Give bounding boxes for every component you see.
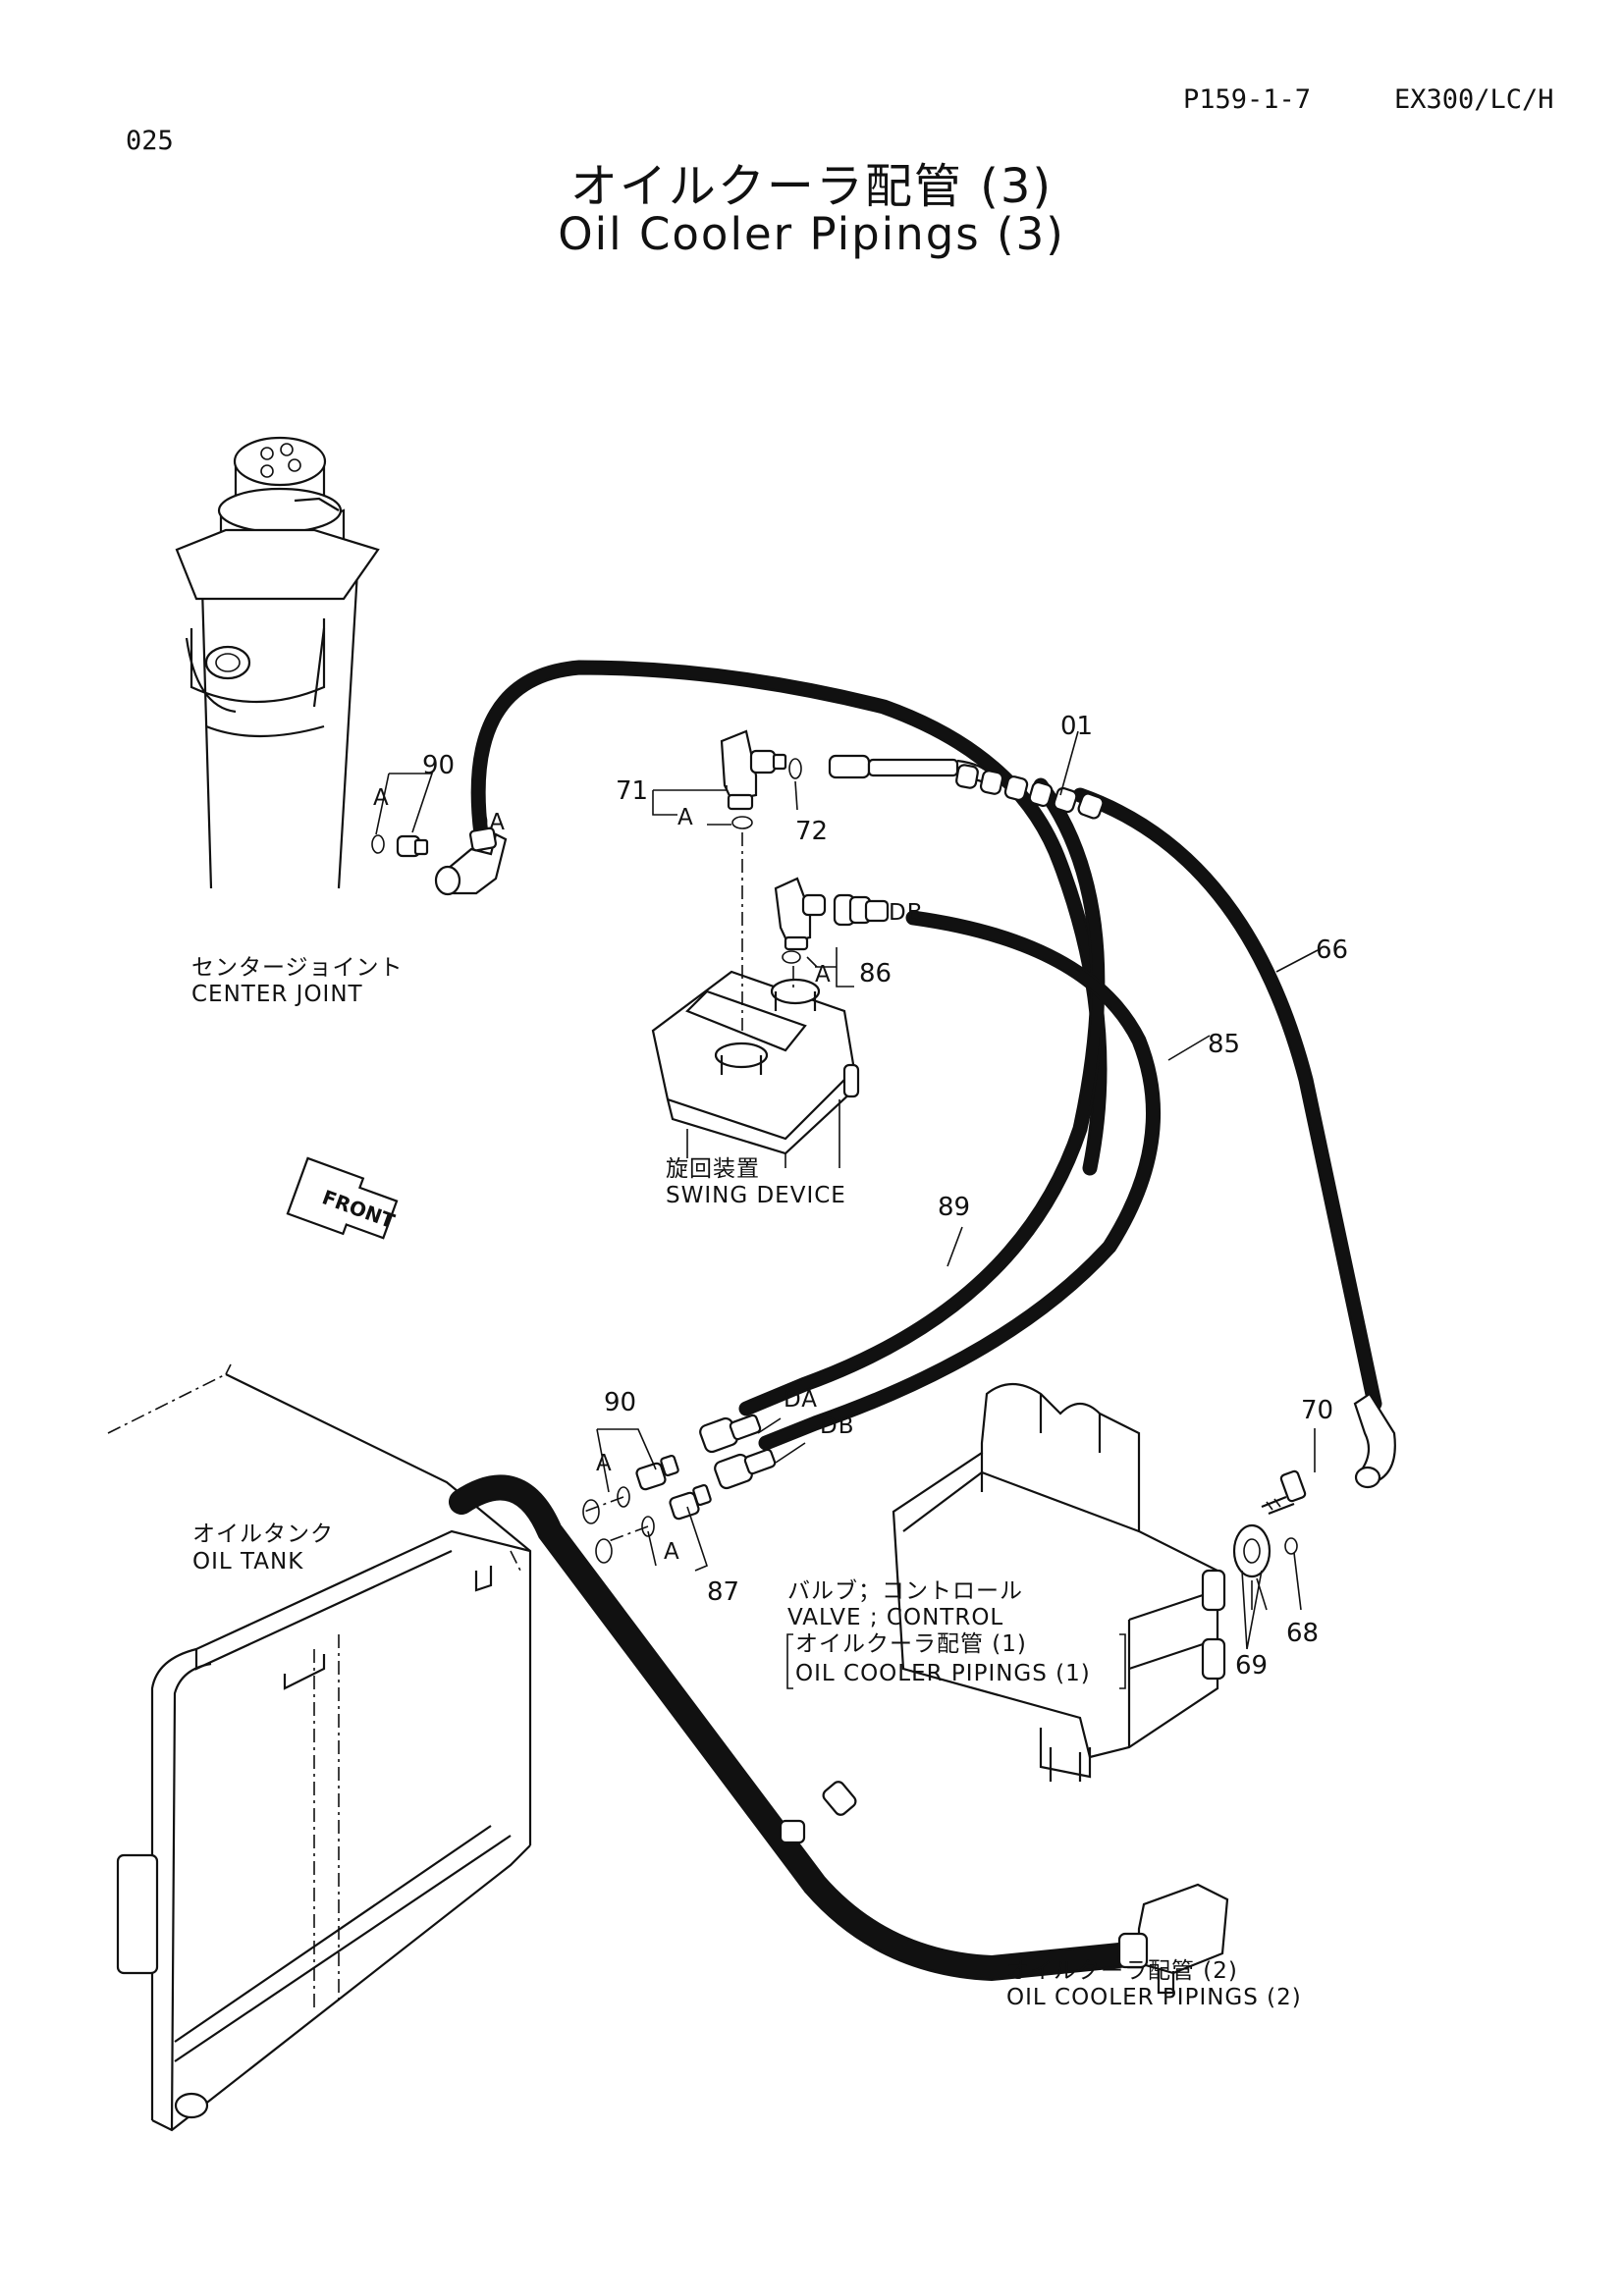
marker-da-top: DA xyxy=(471,810,506,835)
valve-reference-label-ja: オイルクーラ配管 (1) xyxy=(795,1631,1027,1657)
callout-72: 72 xyxy=(795,817,828,846)
front-arrow-icon: FRONT xyxy=(286,1156,398,1240)
page-code: 025 xyxy=(126,126,174,156)
callout-90-bottom: 90 xyxy=(604,1388,636,1417)
control-valve-drawing xyxy=(892,1382,1226,1782)
valve-fittings-68-69-70 xyxy=(1232,1469,1307,1611)
db-top-fitting xyxy=(833,893,890,927)
control-valve-label-ja: バルブ；コントロール xyxy=(787,1578,1023,1604)
callout-89: 89 xyxy=(938,1193,970,1222)
callout-70: 70 xyxy=(1301,1396,1333,1425)
bottom-fittings xyxy=(582,1414,777,1564)
reference-number: P159-1-7 xyxy=(1183,84,1312,115)
marker-a-90-top: A xyxy=(373,785,390,811)
marker-a-90-bottom: A xyxy=(596,1451,613,1476)
o-ring-72 xyxy=(788,758,802,779)
callout-66: 66 xyxy=(1316,935,1348,965)
marker-a-71: A xyxy=(677,805,694,830)
hose-01-fitting xyxy=(828,754,1105,820)
model-number: EX300/LC/H xyxy=(1394,84,1554,115)
center-joint-label-ja: センタージョイント xyxy=(191,955,404,981)
center-joint-fittings xyxy=(371,827,508,896)
callout-69: 69 xyxy=(1235,1651,1268,1681)
marker-a-86: A xyxy=(815,962,832,988)
oil-tank-drawing xyxy=(107,1363,532,2132)
oil-tank-label-en: OIL TANK xyxy=(192,1549,303,1575)
pipe-2-label-en: OIL COOLER PIPINGS (2) xyxy=(1006,1985,1302,2010)
elbow-fitting-86 xyxy=(774,877,827,964)
callout-87: 87 xyxy=(707,1577,739,1607)
callout-90-top: 90 xyxy=(422,751,455,780)
callout-71: 71 xyxy=(616,776,648,806)
center-joint-label-en: CENTER JOINT xyxy=(191,982,363,1007)
oil-tank-label-ja: オイルタンク xyxy=(192,1522,334,1547)
swing-device-label-ja: 旋回装置 xyxy=(666,1156,760,1182)
center-joint-drawing xyxy=(175,436,380,889)
marker-db-bottom: DB xyxy=(820,1414,855,1439)
callout-01: 01 xyxy=(1060,712,1093,741)
marker-db-top: DB xyxy=(889,900,924,926)
valve-reference-label-en: OIL COOLER PIPINGS (1) xyxy=(795,1661,1091,1686)
page-title-english: Oil Cooler Pipings (3) xyxy=(558,208,1065,260)
swing-device-drawing xyxy=(651,970,860,1168)
elbow-fitting-71 xyxy=(720,729,787,829)
page-title-japanese: オイルクーラ配管 (3) xyxy=(569,159,1054,214)
front-label: FRONT xyxy=(319,1185,398,1233)
callout-68: 68 xyxy=(1286,1619,1319,1648)
valve-reference-bracket xyxy=(786,1633,1126,1689)
oil-cooler-pipe-2-drawing xyxy=(449,1474,1229,1995)
pipe-2-label-ja: オイルクーラ配管 (2) xyxy=(1006,1958,1238,1984)
hose-66 xyxy=(1072,787,1382,1412)
callout-86: 86 xyxy=(859,959,892,988)
callout-85: 85 xyxy=(1208,1030,1240,1059)
swing-device-label-en: SWING DEVICE xyxy=(666,1183,846,1208)
marker-da-bottom: DA xyxy=(784,1387,818,1413)
marker-a-87: A xyxy=(664,1539,680,1565)
control-valve-label-en: VALVE ; CONTROL xyxy=(787,1605,1003,1630)
callout-leaders xyxy=(375,730,1319,1650)
